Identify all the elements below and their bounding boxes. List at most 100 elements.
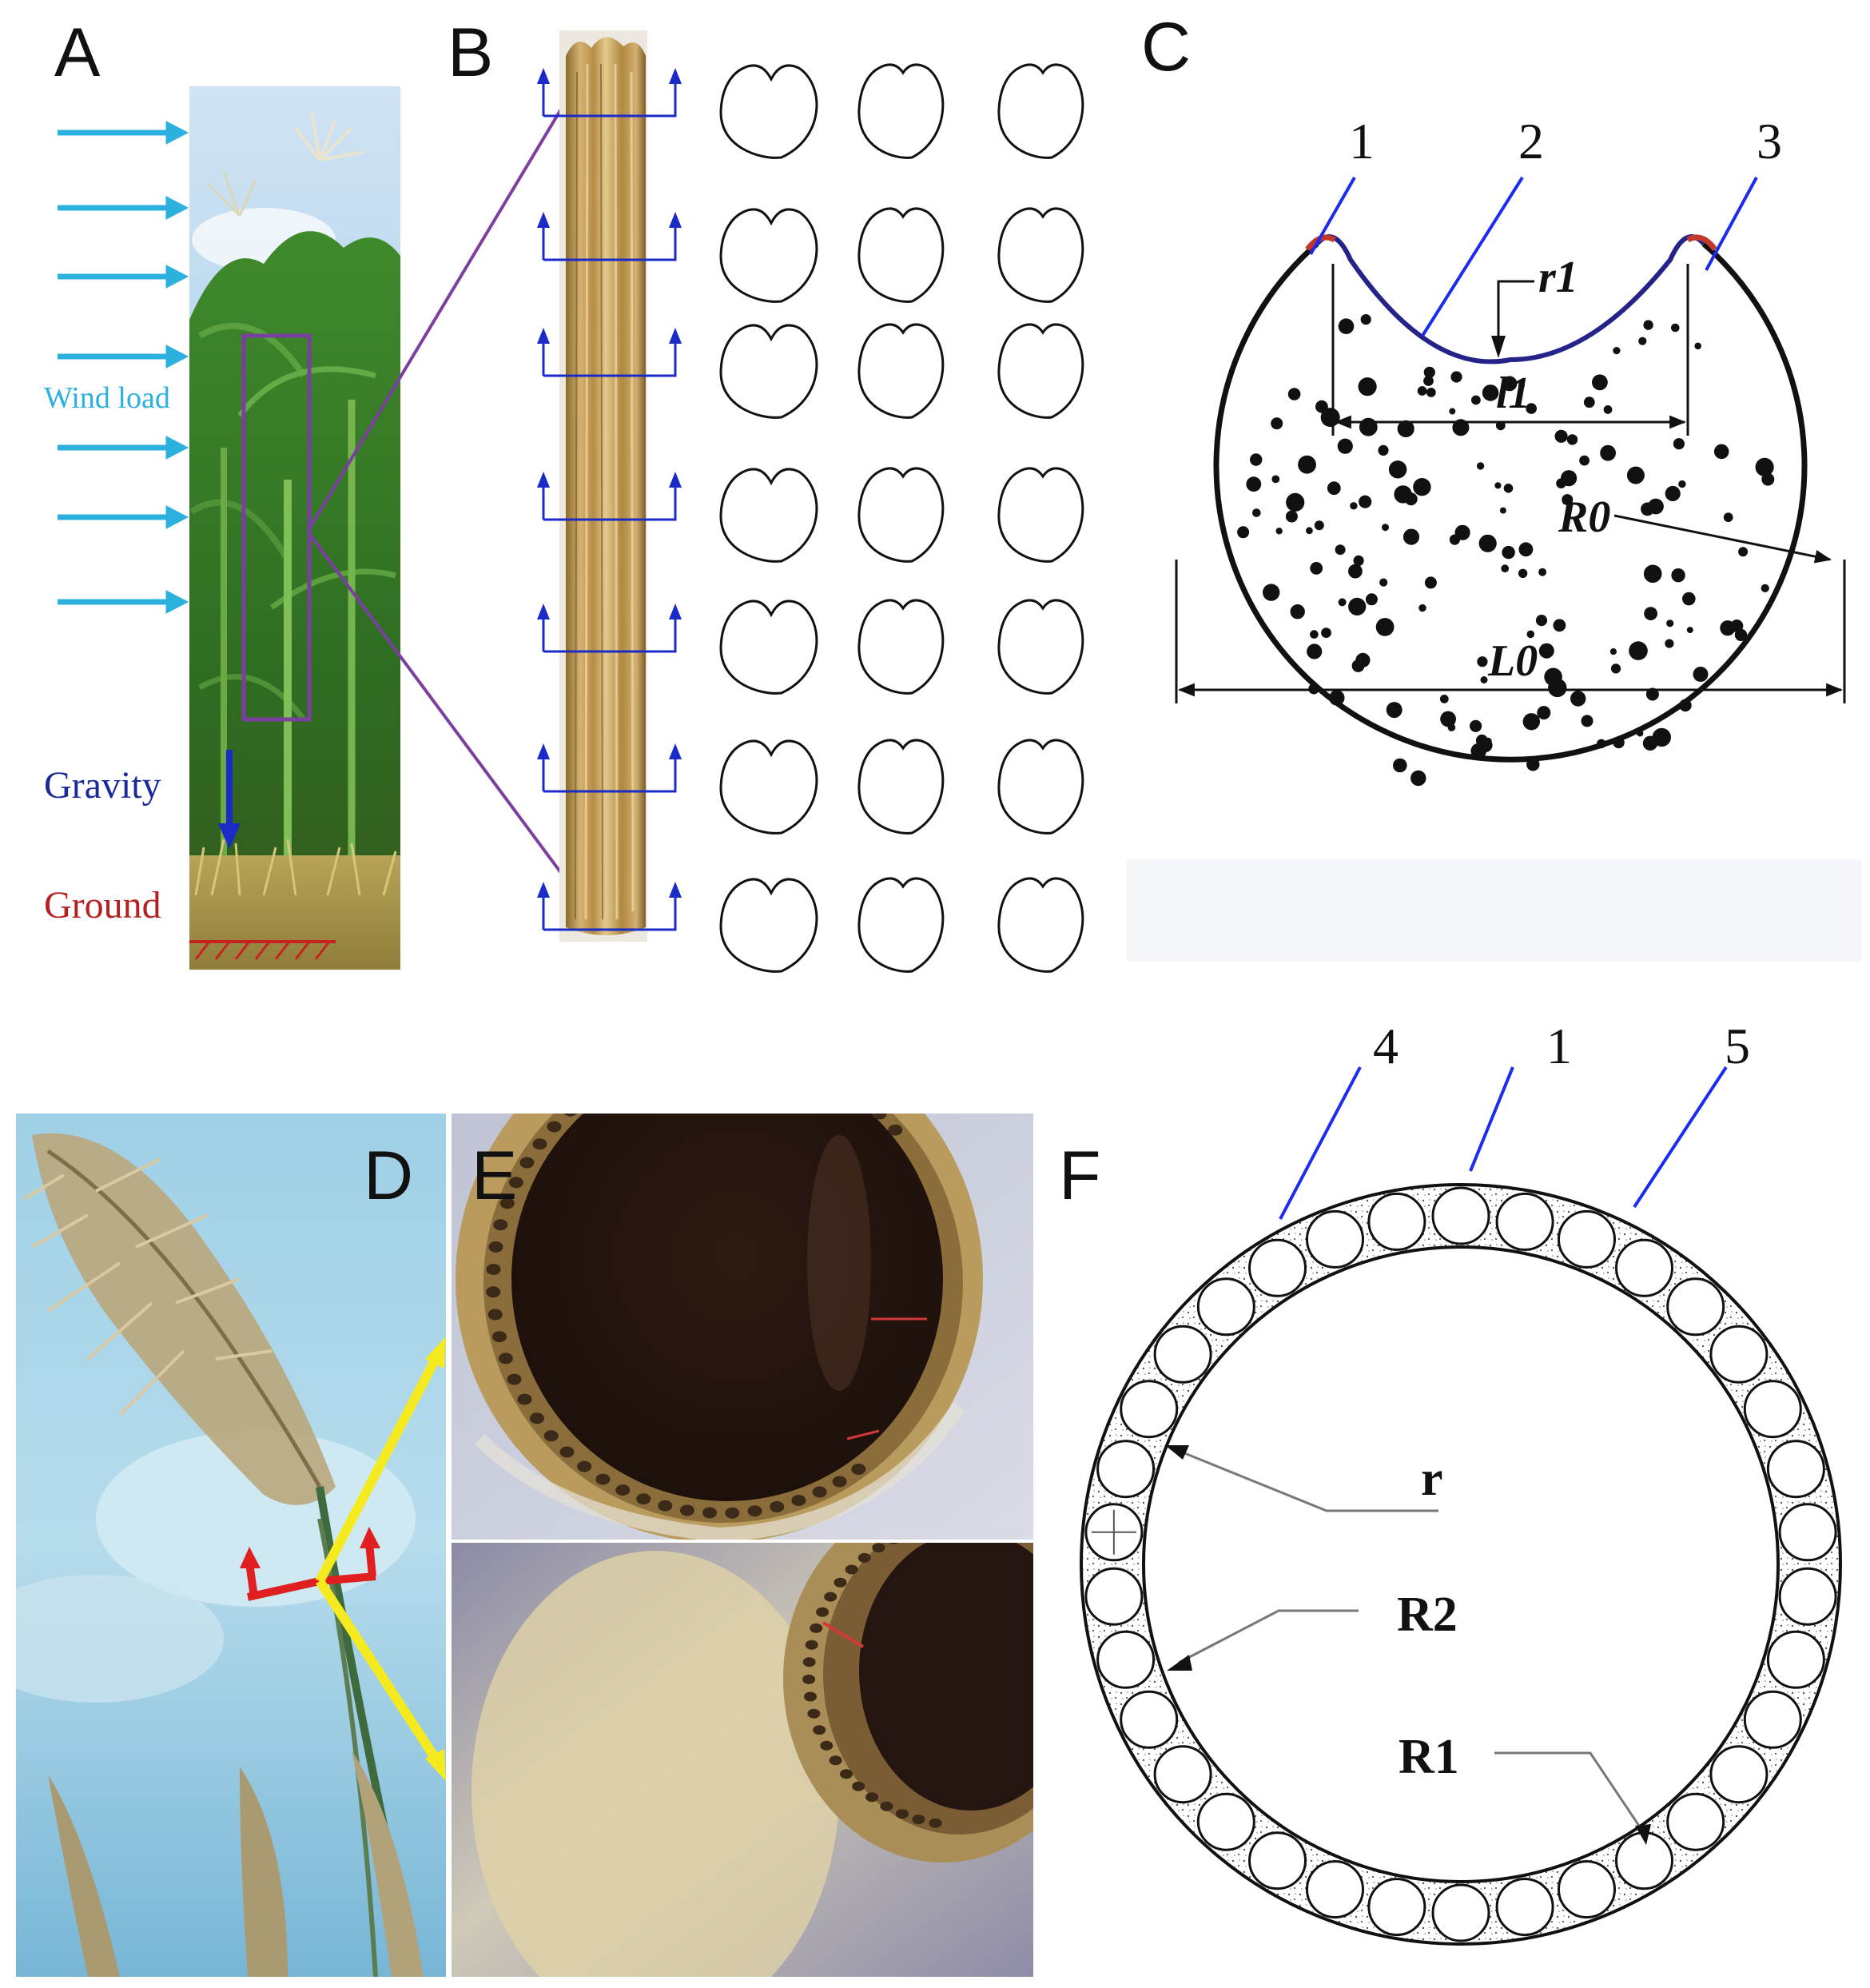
r-arrowhead [1165,1445,1189,1460]
bundle-dot [1439,695,1449,703]
pore [857,1552,871,1563]
cross-section-photo-bottom [452,1541,1033,1977]
section-marker-arrow-right [669,604,682,620]
bundle-dot [1237,526,1250,539]
bean-contour [719,468,818,563]
bundle-circle [1495,1878,1554,1937]
bundle-dot [1579,455,1590,466]
bundle-dot [1637,730,1644,737]
pore [730,1048,744,1059]
pore [636,1493,651,1505]
bundle-dot [1413,478,1431,496]
pore [615,1484,631,1496]
panel-a: A [44,14,609,970]
section-marker-arrow-right [669,328,682,344]
callout-line-5 [1633,1066,1728,1209]
bundle-dot [1307,643,1323,659]
pore [852,1781,865,1791]
bundle-dot [1355,652,1371,668]
bundle-dot [1537,706,1551,720]
panel-label-c: C [1141,9,1191,86]
bundle-dot [1526,758,1540,771]
panel-c: C l1 r1 R0 L0 1 2 3 [1127,9,1862,962]
pore [824,1592,838,1602]
bundle-dot [1310,630,1319,639]
panel-c-footer-shade [1127,859,1862,962]
bundle-dot [1544,667,1562,687]
pore [619,1069,634,1080]
bundle-circle [1778,1567,1837,1626]
bundle-dot [1250,453,1263,466]
bundle-dot [1417,386,1427,396]
bundle-circle [1084,1567,1144,1626]
bundle-dot [1246,476,1262,492]
bundle-circle [1196,1277,1255,1337]
bundle-circle [1248,1831,1307,1890]
bundle-dot [1440,711,1456,727]
bundle-dot [1286,492,1305,512]
pore [543,1430,559,1442]
panel-label-a: A [54,14,101,91]
reed-photo [16,1114,446,1977]
bundle-circle [1431,1883,1490,1942]
bundle-dot [1378,444,1389,456]
pore [912,1815,925,1825]
bundle-dot [1503,484,1514,493]
bundle-circle [1248,1238,1307,1297]
section-marker-arrow-left [537,604,550,620]
callout-f-5: 5 [1725,1018,1750,1074]
bundle-dot [1329,690,1345,706]
bundle-dot [1673,438,1685,450]
bundle-dot [1518,542,1534,557]
zoom-line-bottom [306,530,609,937]
pore [702,1507,717,1519]
pore [929,1818,942,1828]
pore [840,1769,853,1779]
bundle-dot [1447,723,1456,731]
ground-label: Ground [44,884,161,926]
pore [547,1121,562,1133]
pore [834,1577,847,1588]
bundle-dot [1693,667,1709,682]
bundle-dot [1643,564,1662,584]
pore [802,1674,816,1684]
pore [532,1138,547,1150]
section-marker [542,488,677,521]
bundle-dot [1358,377,1377,396]
cross-section-photo-top [452,1048,1033,1541]
pore [880,1801,893,1811]
bundle-dot [1321,627,1331,638]
bundle-dot [1449,408,1456,415]
bundle-dot [1522,713,1541,731]
bean-contour [719,600,818,695]
panel-e: E [452,1048,1033,1977]
bundle-dot [1477,656,1488,667]
pore [791,1495,806,1507]
bundle-dot [1499,507,1506,514]
bundle-circle [1367,1878,1426,1937]
r2-arrowhead [1167,1655,1192,1671]
bundle-dot [1561,470,1578,487]
bundle-circle [1558,1860,1616,1919]
vascular-bundles [1237,314,1775,787]
bundle-dot [1327,481,1341,496]
pore [770,1501,785,1512]
bundle-dot [1671,323,1680,333]
bundle-dot [1665,639,1674,648]
bundle-dot [1360,314,1371,325]
bundle-dot [1298,455,1316,474]
panel-f: F 4 1 5 r R2 R1 [1059,1018,1842,1946]
bundle-dot [1644,607,1658,620]
bean-contour [997,63,1084,159]
pore [888,1124,903,1136]
bean-contour [857,739,945,835]
bundle-dot [1626,466,1645,484]
dim-R1: R1 [1399,1730,1459,1784]
bundle-dot [1290,604,1305,620]
bundle-dot [1682,592,1696,606]
bundle-dot [1671,568,1685,583]
pore [725,1507,740,1519]
section-marker-arrow-left [537,68,550,84]
bundle-dot [1603,405,1613,414]
r1-leader [1497,280,1534,352]
